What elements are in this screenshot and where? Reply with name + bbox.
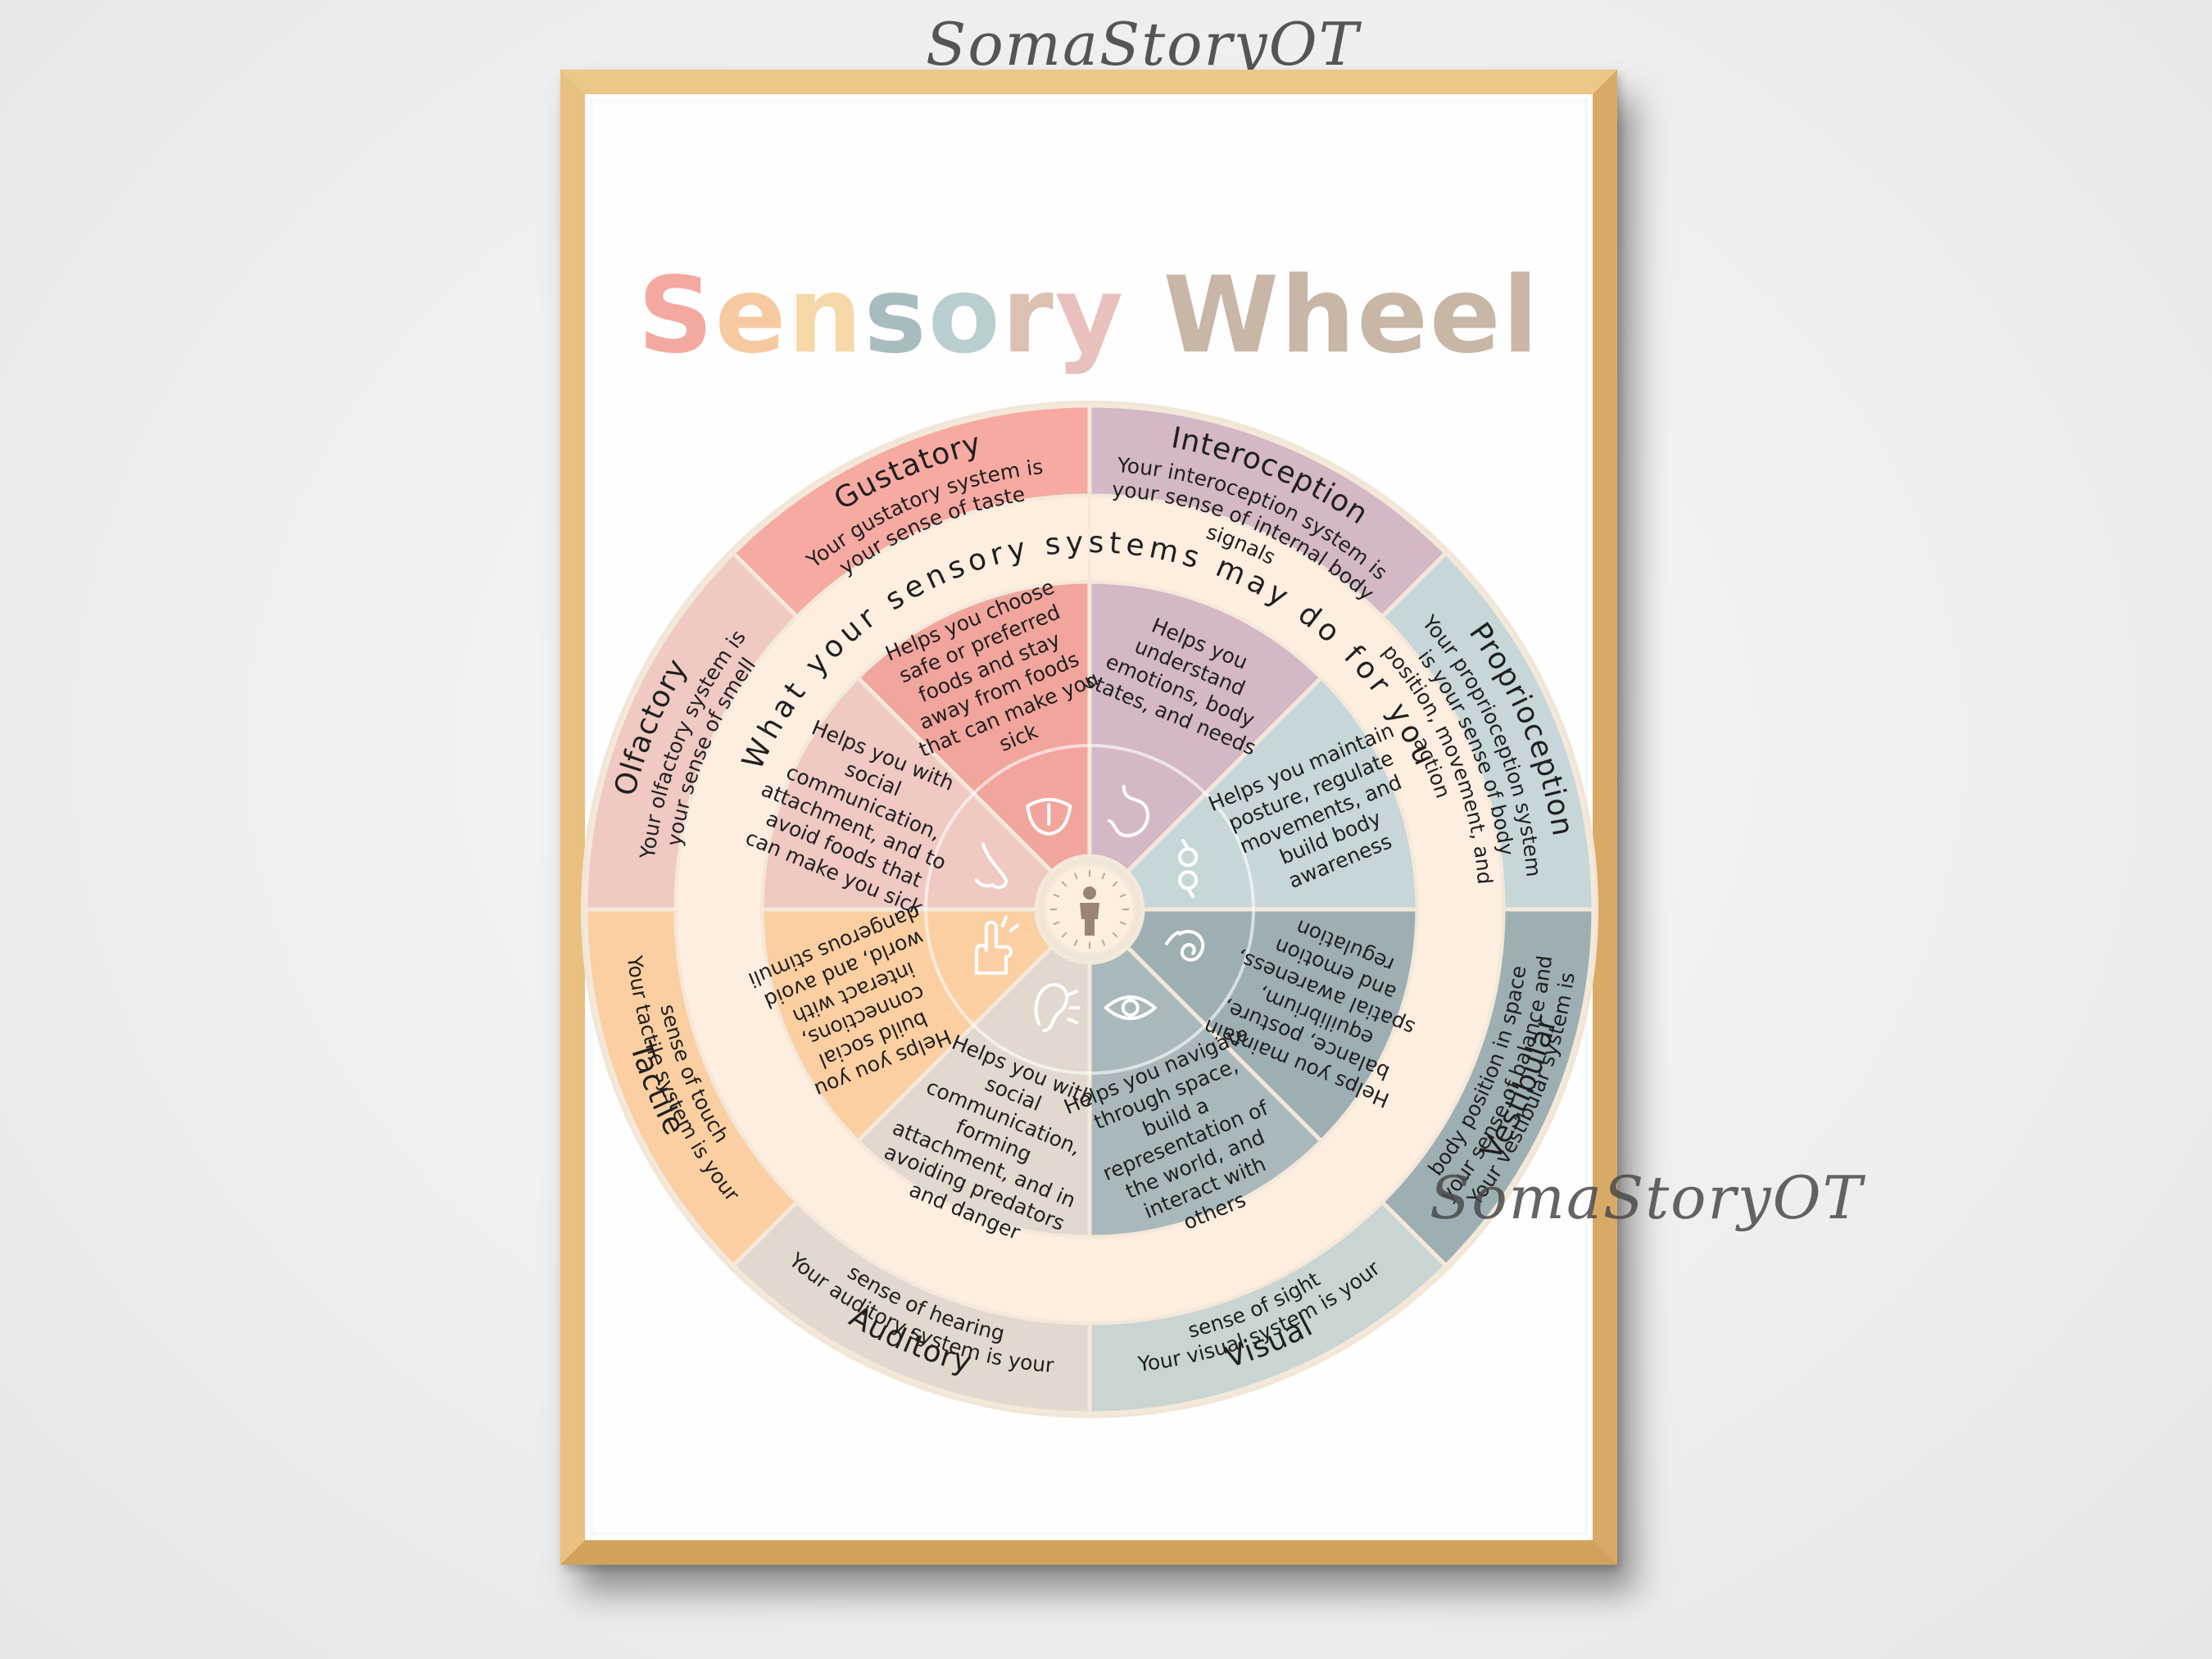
tongue-icon <box>1026 797 1072 836</box>
joints-icon <box>1178 839 1199 899</box>
title-letter: o <box>927 255 1002 377</box>
nose-icon <box>974 842 1009 890</box>
title-letter: e <box>714 255 788 377</box>
title-letter: y <box>1054 255 1126 377</box>
eye-icon <box>1104 995 1157 1020</box>
hand-icon <box>974 915 1019 975</box>
poster-title: Sensory Wheel <box>590 255 1588 377</box>
watermark-overlay: SomaStoryOT <box>1430 1163 1864 1232</box>
stomach-icon <box>1107 784 1150 837</box>
watermark-top: SomaStoryOT <box>926 10 1360 79</box>
title-word-wheel: Wheel <box>1163 255 1540 377</box>
title-letter: S <box>637 255 715 377</box>
title-letter: n <box>787 255 864 377</box>
person-icon <box>1050 870 1129 949</box>
middle-ring <box>674 493 1505 1325</box>
inner-ear-icon <box>1165 930 1205 962</box>
ear-icon <box>1034 983 1081 1033</box>
title-letter: s <box>863 255 928 377</box>
icon-ring <box>924 744 1255 1075</box>
title-letter: r <box>1001 255 1055 377</box>
